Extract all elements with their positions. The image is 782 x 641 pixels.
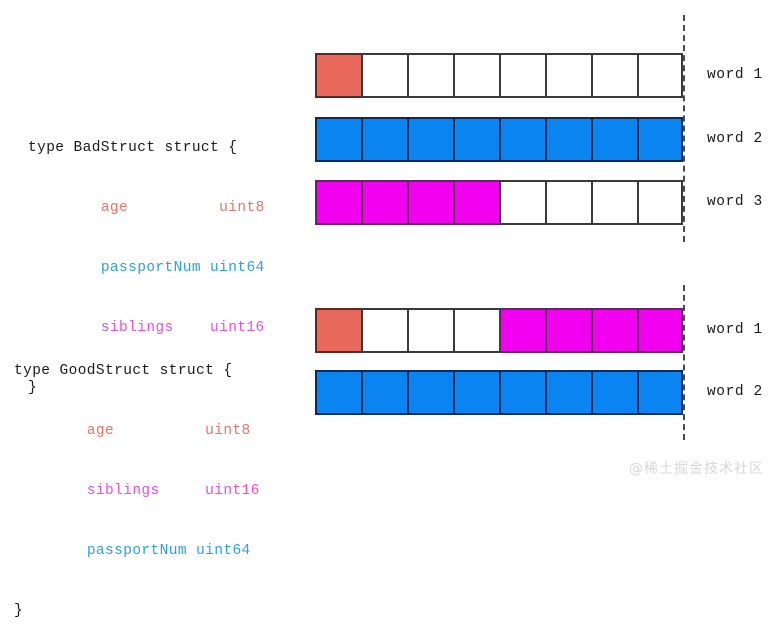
memory-byte-cell-blue [499, 116, 545, 162]
word-label: word 2 [707, 384, 763, 400]
memory-byte-cell-white [545, 53, 591, 98]
memory-byte-cell-blue [453, 370, 499, 415]
memory-byte-cell-magenta [315, 180, 361, 225]
code-indent [14, 483, 87, 499]
code-block-goodstruct: type GoodStruct struct { age uint8 sibli… [14, 321, 260, 641]
memory-byte-cell-white [637, 180, 683, 225]
code-pad [160, 483, 206, 499]
memory-byte-cell-magenta [453, 180, 499, 225]
memory-byte-cell-magenta [499, 308, 545, 353]
code-indent [14, 543, 87, 559]
memory-byte-cell-blue [453, 116, 499, 162]
memory-byte-cell-white [453, 308, 499, 353]
memory-byte-cell-blue [591, 116, 637, 162]
code-field-type-uint16: uint16 [210, 320, 265, 336]
memory-byte-cell-blue [361, 116, 407, 162]
code-text-struct-decl: type GoodStruct struct { [14, 363, 233, 379]
code-line-field-siblings: siblings uint16 [14, 481, 260, 501]
code-field-type-uint8: uint8 [219, 200, 265, 216]
code-field-name-passportnum: passportNum [100, 260, 201, 276]
memory-byte-cell-magenta [637, 308, 683, 353]
memory-byte-cell-blue [637, 116, 683, 162]
memory-word-row [315, 308, 683, 353]
memory-word-row [315, 370, 683, 415]
code-field-name-siblings: siblings [100, 320, 174, 336]
memory-byte-cell-magenta [407, 180, 453, 225]
word-label: word 2 [707, 130, 763, 147]
word-label: word 3 [707, 194, 763, 210]
memory-byte-cell-blue [407, 370, 453, 415]
word-boundary-line-top [683, 15, 685, 242]
memory-byte-cell-blue [545, 370, 591, 415]
memory-byte-cell-white [499, 53, 545, 98]
code-line-field-passportnum: passportNum uint64 [28, 258, 265, 278]
memory-byte-cell-white [407, 53, 453, 98]
memory-byte-cell-white [361, 53, 407, 98]
code-line-struct-decl: type BadStruct struct { [28, 138, 265, 158]
memory-byte-cell-blue [545, 116, 591, 162]
code-line-field-passportnum: passportNum uint64 [14, 541, 260, 561]
code-field-type-uint16: uint16 [205, 483, 260, 499]
code-indent [14, 423, 87, 439]
word-label: word 1 [707, 67, 763, 83]
memory-byte-cell-blue [499, 370, 545, 415]
memory-byte-cell-white [407, 308, 453, 353]
code-line-field-age: age uint8 [28, 198, 265, 218]
code-line-struct-decl: type GoodStruct struct { [14, 361, 260, 381]
memory-word-row [315, 116, 683, 162]
memory-byte-cell-magenta [591, 308, 637, 353]
code-field-name-age: age [86, 423, 115, 439]
memory-byte-cell-magenta [361, 180, 407, 225]
code-pad [187, 543, 196, 559]
memory-byte-cell-blue [315, 370, 361, 415]
memory-byte-cell-blue [591, 370, 637, 415]
memory-word-row [315, 53, 683, 98]
code-field-name-passportnum: passportNum [86, 543, 187, 559]
memory-byte-cell-white [361, 308, 407, 353]
code-indent [28, 200, 101, 216]
memory-byte-cell-white [591, 53, 637, 98]
code-close-brace: } [14, 603, 24, 619]
memory-byte-cell-white [499, 180, 545, 225]
code-text-struct-decl: type BadStruct struct { [28, 140, 238, 156]
memory-byte-cell-red [315, 53, 361, 98]
code-close-brace: } [28, 380, 38, 396]
watermark-text: @稀土掘金技术社区 [629, 461, 764, 477]
code-pad [128, 200, 219, 216]
memory-byte-cell-magenta [545, 308, 591, 353]
code-line-field-siblings: siblings uint16 [28, 318, 265, 338]
memory-byte-cell-blue [637, 370, 683, 415]
memory-byte-cell-blue [315, 116, 361, 162]
code-field-name-age: age [100, 200, 129, 216]
code-field-type-uint8: uint8 [205, 423, 251, 439]
word-label: word 1 [707, 322, 763, 338]
code-pad [114, 423, 205, 439]
code-indent [28, 260, 101, 276]
memory-byte-cell-white [545, 180, 591, 225]
code-field-type-uint64: uint64 [210, 260, 265, 276]
code-line-field-age: age uint8 [14, 421, 260, 441]
memory-byte-cell-blue [361, 370, 407, 415]
memory-byte-cell-white [453, 53, 499, 98]
code-block-badstruct: type BadStruct struct { age uint8 passpo… [28, 98, 265, 418]
code-line-close-brace: } [28, 378, 265, 398]
memory-word-row [315, 180, 683, 225]
memory-byte-cell-white [637, 53, 683, 98]
code-field-name-siblings: siblings [86, 483, 160, 499]
code-line-close-brace: } [14, 601, 260, 621]
memory-byte-cell-white [591, 180, 637, 225]
word-boundary-line-bottom [683, 285, 685, 440]
code-field-type-uint64: uint64 [196, 543, 251, 559]
memory-byte-cell-red [315, 308, 361, 353]
code-pad [201, 260, 210, 276]
memory-byte-cell-blue [407, 116, 453, 162]
